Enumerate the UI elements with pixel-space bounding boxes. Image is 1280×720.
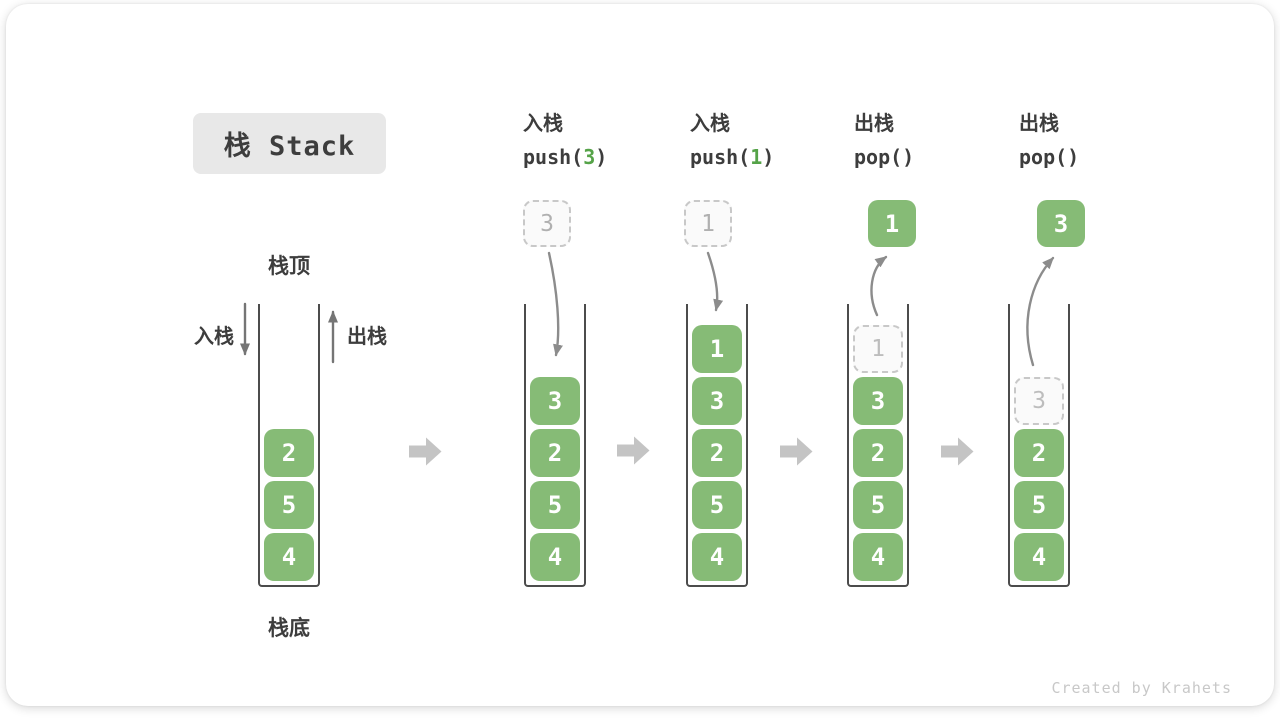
stack-item: 2 — [853, 429, 903, 477]
op-code: pop() — [1019, 145, 1169, 169]
stack-bottom-label: 栈底 — [268, 616, 310, 640]
item-value: 4 — [547, 543, 563, 571]
stack-item: 5 — [692, 481, 742, 529]
header-pop-1: 出栈 pop() — [854, 110, 1004, 169]
stack-item-ghost: 3 — [1014, 377, 1064, 425]
stack-item: 5 — [853, 481, 903, 529]
stack-item: 4 — [530, 533, 580, 581]
floating-ghost-box-3: 3 — [523, 200, 571, 247]
floating-value: 1 — [884, 209, 900, 238]
floating-value: 3 — [540, 210, 554, 237]
code-post: ) — [762, 145, 775, 169]
op-label: 出栈 — [854, 111, 894, 135]
op-label: 入栈 — [690, 111, 730, 135]
header-push-3: 入栈 push(3) — [523, 110, 673, 169]
item-value: 2 — [709, 439, 725, 467]
stack-after-pop-3: 3 2 5 4 — [1008, 304, 1070, 587]
stack-top-label: 栈顶 — [268, 254, 310, 278]
stack-item: 5 — [530, 481, 580, 529]
item-value: 4 — [709, 543, 725, 571]
op-label: 出栈 — [1019, 111, 1059, 135]
step-arrow-icon — [409, 437, 442, 466]
diagram-card: 栈 Stack 入栈 push(3) 入栈 push(1) 出栈 pop() 出… — [6, 4, 1274, 706]
item-value: 4 — [281, 543, 297, 571]
stack-item: 2 — [264, 429, 314, 477]
stack-item: 2 — [1014, 429, 1064, 477]
item-value: 3 — [870, 387, 886, 415]
item-value: 2 — [547, 439, 563, 467]
item-value: 5 — [547, 491, 563, 519]
watermark-credit: Created by Krahets — [1051, 679, 1232, 697]
code-pre: push( — [523, 145, 584, 169]
item-value: 5 — [870, 491, 886, 519]
stack-item: 1 — [692, 325, 742, 373]
stack-item: 2 — [530, 429, 580, 477]
item-value: 1 — [709, 335, 725, 363]
push-direction-label: 入栈 — [194, 324, 234, 348]
code-pre: pop() — [1019, 145, 1080, 169]
code-pre: pop() — [854, 145, 915, 169]
floating-ghost-box-1: 1 — [684, 200, 732, 247]
header-pop-2: 出栈 pop() — [1019, 110, 1169, 169]
item-value: 2 — [1031, 439, 1047, 467]
header-push-1: 入栈 push(1) — [690, 110, 840, 169]
stack-item: 2 — [692, 429, 742, 477]
step-arrow-icon — [941, 437, 974, 466]
code-arg: 1 — [750, 145, 763, 169]
op-code: pop() — [854, 145, 1004, 169]
stack-item: 4 — [853, 533, 903, 581]
item-value: 5 — [1031, 491, 1047, 519]
stack-after-pop-1: 1 3 2 5 4 — [847, 304, 909, 587]
item-value: 2 — [281, 439, 297, 467]
floating-popped-box-1: 1 — [868, 200, 916, 247]
stack-item: 5 — [1014, 481, 1064, 529]
item-value: 2 — [870, 439, 886, 467]
floating-value: 1 — [701, 210, 715, 237]
stack-item: 5 — [264, 481, 314, 529]
item-value: 3 — [547, 387, 563, 415]
step-arrow-icon — [617, 436, 650, 465]
floating-value: 3 — [1053, 209, 1069, 238]
stack-initial: 2 5 4 — [258, 304, 320, 587]
item-value: 5 — [281, 491, 297, 519]
stack-item: 3 — [853, 377, 903, 425]
title-text: 栈 Stack — [223, 131, 356, 162]
item-value: 1 — [871, 336, 885, 362]
item-value: 4 — [870, 543, 886, 571]
title-badge: 栈 Stack — [193, 113, 386, 174]
stack-item: 4 — [692, 533, 742, 581]
code-pre: push( — [690, 145, 751, 169]
pop-direction-label: 出栈 — [347, 324, 387, 348]
stack-after-push-1: 1 3 2 5 4 — [686, 304, 748, 587]
stack-item: 3 — [530, 377, 580, 425]
stack-item: 4 — [264, 533, 314, 581]
stack-item: 4 — [1014, 533, 1064, 581]
stack-after-push-3: 3 2 5 4 — [524, 304, 586, 587]
stack-item: 3 — [692, 377, 742, 425]
code-arg: 3 — [583, 145, 596, 169]
push-1-flow-arrow-icon — [706, 251, 724, 312]
code-post: ) — [595, 145, 608, 169]
stack-item-ghost: 1 — [853, 325, 903, 373]
op-code: push(3) — [523, 145, 673, 169]
op-code: push(1) — [690, 145, 840, 169]
item-value: 5 — [709, 491, 725, 519]
item-value: 3 — [1032, 388, 1046, 414]
item-value: 4 — [1031, 543, 1047, 571]
floating-popped-box-3: 3 — [1037, 200, 1085, 247]
op-label: 入栈 — [523, 111, 563, 135]
item-value: 3 — [709, 387, 725, 415]
step-arrow-icon — [780, 437, 813, 466]
